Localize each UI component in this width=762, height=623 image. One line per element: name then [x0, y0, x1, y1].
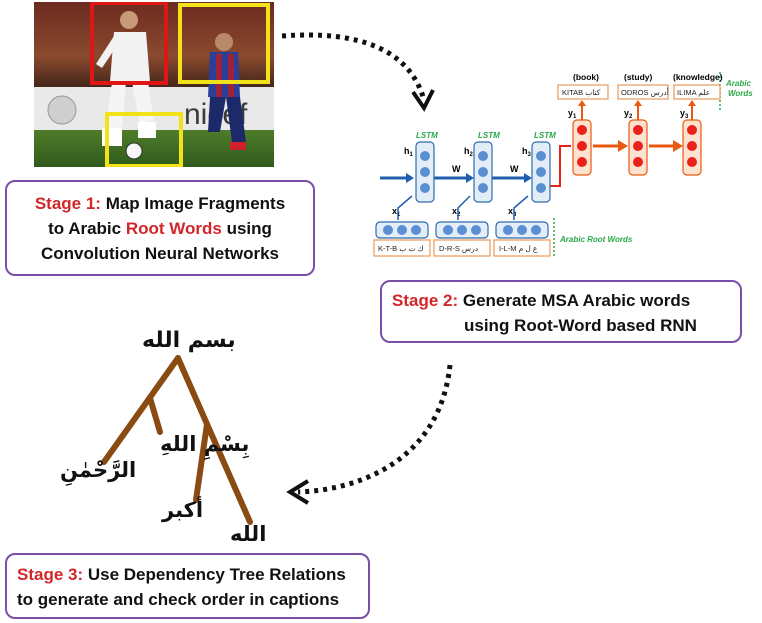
stage2-text1: Generate MSA Arabic words: [462, 291, 691, 310]
root-words-label: Arabic Root Words: [559, 235, 633, 244]
h3-label: h3: [522, 146, 532, 158]
w-label-1: W: [452, 164, 461, 174]
arrowhead-1: [411, 89, 435, 112]
word-box-1: [557, 84, 609, 100]
tree-branch-n3: [193, 421, 210, 503]
input-link-3: [513, 195, 529, 220]
lstm-to-output-link: [550, 145, 571, 187]
arrow-stage2-to-stage3: [297, 364, 453, 495]
word-3: ILIMA علم: [677, 88, 710, 97]
stage1-text2b: using: [221, 219, 272, 238]
x2-label: x2: [452, 206, 461, 218]
stage2-line1: Stage 2: Generate MSA Arabic words: [392, 288, 730, 313]
stage3-box: Stage 3: Use Dependency Tree Relations t…: [5, 553, 370, 619]
photo-canvas: nicef: [34, 2, 274, 167]
stage1-line2: to Arabic Root Words using: [17, 216, 303, 241]
arabic-words-label-2: Words: [728, 89, 753, 98]
word-box-3: [673, 84, 721, 100]
stage2-label: Stage 2:: [392, 291, 459, 310]
word-2: ODROS أدرس: [621, 86, 669, 97]
stage1-box: Stage 1: Map Image Fragments to Arabic R…: [5, 180, 315, 276]
x1-label: x1: [392, 206, 401, 218]
arrowhead-2: [286, 479, 310, 505]
output-cell-1: [572, 119, 592, 176]
detection-box-red: [90, 2, 168, 85]
y1-label: y1: [568, 108, 577, 120]
arabic-words-label-1: Arabic: [725, 79, 751, 88]
root-box-2: [433, 239, 491, 257]
player-blaugrana: [208, 33, 246, 150]
stage3-text1: Use Dependency Tree Relations: [87, 565, 346, 584]
root-word-3: I-L-M ع ل م: [499, 244, 538, 253]
tree-root: بسم الله: [142, 328, 236, 353]
root-box-1: [373, 239, 431, 257]
rnn-diagram: Arabic Words Arabic Root Words (book) (s…: [373, 72, 753, 258]
detection-box-yellow-1: [178, 3, 270, 84]
h1-label: h1: [404, 146, 414, 158]
stage1-text1: Map Image Fragments: [105, 194, 286, 213]
tree-node-akbar: أكبر: [162, 498, 204, 522]
football-photo: nicef: [34, 2, 274, 167]
lstm-cell-2: [473, 141, 493, 203]
meaning-2: (study): [624, 72, 653, 82]
h2-label: h2: [464, 146, 474, 158]
stage2-box: Stage 2: Generate MSA Arabic words using…: [380, 280, 742, 343]
embedding-cell-2: [435, 221, 489, 239]
output-cell-3: [682, 119, 702, 176]
word-1: KITAB كتاب: [562, 88, 601, 97]
root-word-1: K-T-B ك ت ب: [378, 244, 424, 253]
stage3-label: Stage 3:: [17, 565, 84, 584]
stage3-line1: Stage 3: Use Dependency Tree Relations: [17, 562, 358, 587]
tree-node-bismillah: بِسْمِ اللهِ: [160, 432, 250, 456]
y2-label: y2: [624, 108, 633, 120]
tree-branch-n1: [147, 395, 163, 435]
lstm-cell-1: [415, 141, 435, 203]
stage3-line2: to generate and check order in captions: [17, 590, 340, 609]
stage1-text2a: to Arabic: [48, 219, 126, 238]
input-link-2: [457, 195, 471, 220]
meaning-1: (book): [573, 72, 599, 82]
stage2-line2: using Root-Word based RNN: [464, 316, 697, 335]
embedding-cell-1: [375, 221, 429, 239]
lstm-label-3: LSTM: [534, 131, 556, 140]
ball: [125, 142, 143, 160]
tree-node-rahman: الرَّحْمٰنِ: [60, 458, 137, 482]
input-link-1: [397, 195, 413, 220]
embedding-cell-3: [495, 221, 549, 239]
y3-label: y3: [680, 108, 689, 120]
lstm-label-1: LSTM: [416, 131, 438, 140]
root-word-2: D-R-S درس: [439, 244, 479, 253]
tree-branch-left: [101, 355, 181, 465]
root-box-3: [493, 239, 551, 257]
league-logo: [47, 95, 77, 125]
lstm-label-2: LSTM: [478, 131, 500, 140]
x3-label: x3: [508, 206, 517, 218]
w-label-2: W: [510, 164, 519, 174]
stage1-line3: Convolution Neural Networks: [40, 244, 280, 263]
stage1-highlight: Root Words: [125, 219, 222, 238]
tree-node-allah: الله: [230, 522, 267, 546]
meaning-3: (knowledge): [673, 72, 723, 82]
word-box-2: [617, 84, 669, 100]
detection-box-yellow-2: [105, 112, 183, 167]
tree-branch-right: [175, 355, 253, 525]
stage1-label: Stage 1:: [34, 194, 101, 213]
output-cell-2: [628, 119, 648, 176]
stage1-line1: Stage 1: Map Image Fragments: [17, 191, 303, 216]
lstm-cell-3: [531, 141, 551, 203]
